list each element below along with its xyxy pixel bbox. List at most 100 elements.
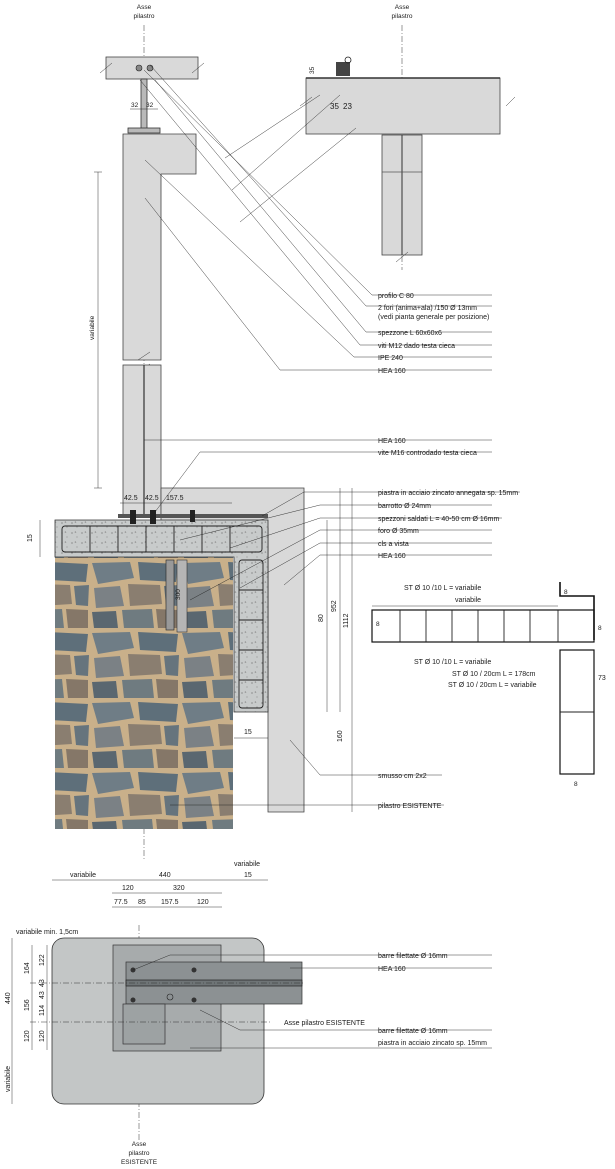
dim-300: 300: [175, 589, 182, 600]
axis-label-top-left-1: Asse: [137, 4, 152, 11]
dim-variabile-vert: variabile: [89, 315, 96, 340]
break-mark-3: [299, 96, 313, 107]
callout-vedi-pianta: (vedi pianta generale per posizione): [378, 314, 489, 321]
dim-32a: 32: [131, 102, 139, 109]
rebar-schematic: [371, 582, 595, 775]
rebar-st3: ST Ø 10 / 20cm L = 178cm: [452, 671, 536, 678]
ipe-beam-right: [305, 77, 501, 135]
plan-existing-column: [122, 1003, 166, 1045]
upper-callout-leaders: [139, 64, 492, 371]
dim-15-left: 15: [27, 534, 34, 542]
axis-label-bottom-1: Asse: [132, 1141, 147, 1148]
plan-157-5: 157.5: [161, 899, 179, 906]
rebar-st1: ST Ø 10 /10 L = variabile: [404, 585, 481, 592]
callout-profilo-c80: profilo C 80: [378, 293, 414, 300]
rebar-8b: 8: [564, 589, 568, 596]
dim-157-5: 157.5: [166, 495, 184, 502]
dim-35-top: 35: [309, 66, 316, 74]
plan-77-5: 77.5: [114, 899, 128, 906]
plan-variabile-b: variabile: [234, 861, 260, 868]
callout-fori: 2 fori (anima+ala) /150 Ø 13mm: [378, 305, 477, 312]
plan-122: 122: [39, 954, 46, 966]
plan-15: 15: [244, 872, 252, 879]
dim-42-5b: 42.5: [145, 495, 159, 502]
plan-120: 120: [122, 885, 134, 892]
rebar-st4: ST Ø 10 / 20cm L = variabile: [448, 682, 537, 689]
concrete-cap: [54, 519, 269, 713]
plan-120v: 120: [24, 1030, 31, 1042]
plan-callout-barre-1: barre filettate Ø 16mm: [378, 953, 448, 960]
cap-stirrups: [61, 525, 264, 709]
plan-callout-hea160: HEA 160: [378, 966, 406, 973]
plan-callout-leaders: [132, 954, 492, 1049]
break-mark-4: [505, 96, 516, 107]
plan-variabile-v: variabile: [5, 1066, 12, 1092]
dim-160: 160: [337, 730, 344, 742]
callout-vite-m16: vite M16 controdado testa cieca: [378, 450, 477, 457]
dim-23-mid: 23: [343, 102, 352, 111]
rebar-beam: [371, 609, 595, 643]
dim-15b: 15: [244, 729, 252, 736]
rebar-8c: 8: [598, 625, 602, 632]
mid-callout-leaders: [144, 439, 520, 806]
axis-label-top-right-1: Asse: [395, 4, 410, 11]
bolt-m16-third: [190, 510, 195, 522]
plan-156: 156: [24, 999, 31, 1011]
rebar-8a: 8: [376, 621, 380, 628]
plan-bar-3: [130, 997, 136, 1003]
dim-42-5a: 42.5: [124, 495, 138, 502]
anchor-hole-35: [176, 559, 188, 633]
axis-label-top-left-2: pilastro: [134, 13, 155, 20]
upper-right-section: 35 35 23: [299, 56, 516, 263]
axis-label-bottom-2: pilastro: [129, 1150, 150, 1157]
plan-43: 43: [39, 979, 46, 987]
bolt-m16-right: [150, 510, 156, 524]
break-right-col: [395, 251, 409, 263]
callout-spezzoni: spezzoni saldati L = 40-50 cm Ø 16mm: [378, 516, 499, 523]
rebar-hook-top: [559, 582, 595, 640]
upper-left-section: 32 32: [99, 56, 205, 361]
rebar-variabile: variabile: [455, 597, 481, 604]
plan-callout-piastra: piastra in acciaio zincato sp. 15mm: [378, 1040, 487, 1047]
ipe-flange-left: [127, 127, 161, 134]
break-mark-2: [191, 62, 205, 74]
plan-variabile-a: variabile: [70, 872, 96, 879]
callout-cls-vista: cls a vista: [378, 541, 409, 548]
bolt-right: [146, 64, 154, 72]
plan-var-min: variabile min. 1,5cm: [16, 929, 78, 936]
callout-viti-m12: viti M12 dado testa cieca: [378, 343, 455, 350]
plan-440v: 440: [5, 992, 12, 1004]
rebar-st2: ST Ø 10 /10 L = variabile: [414, 659, 491, 666]
bolt-block-right: [336, 62, 350, 76]
plan-callout-barre-2: barre filettate Ø 16mm: [378, 1028, 448, 1035]
dim-952: 952: [331, 600, 338, 612]
barrotto-24: [165, 559, 175, 631]
plan-164: 164: [24, 962, 31, 974]
axis-label-top-right-2: pilastro: [392, 13, 413, 20]
callout-spezzone: spezzone L 60x60x6: [378, 330, 442, 337]
bolt-head-right: [344, 56, 352, 64]
axis-label-bottom-3: ESISTENTE: [121, 1159, 158, 1166]
plan-hole: [166, 993, 174, 1001]
hea-column-upper: [122, 133, 197, 361]
callout-hea160-mid: HEA 160: [378, 438, 406, 445]
plan-bar-4: [191, 997, 197, 1003]
rebar-73: 73: [598, 675, 606, 682]
callout-smusso: smusso cm 2x2: [378, 773, 427, 780]
dim-1112: 1112: [343, 613, 350, 628]
break-mark-1: [99, 62, 113, 74]
plan-bar-2: [191, 967, 197, 973]
bolt-m16-left: [130, 510, 136, 524]
callout-piastra-annegata: piastra in acciaio zincato annegata sp. …: [378, 490, 518, 497]
plan-120b: 120: [197, 899, 209, 906]
plan-view: [30, 937, 305, 1105]
rebar-8d: 8: [574, 781, 578, 788]
plan-120v2: 120: [39, 1030, 46, 1042]
callout-hea160-upper: HEA 160: [378, 368, 406, 375]
plan-callout-asse: Asse pilastro ESISTENTE: [284, 1020, 365, 1027]
callout-foro: foro Ø 35mm: [378, 528, 419, 535]
bolt-left: [135, 64, 143, 72]
plan-320: 320: [173, 885, 185, 892]
break-upper: [137, 351, 151, 361]
